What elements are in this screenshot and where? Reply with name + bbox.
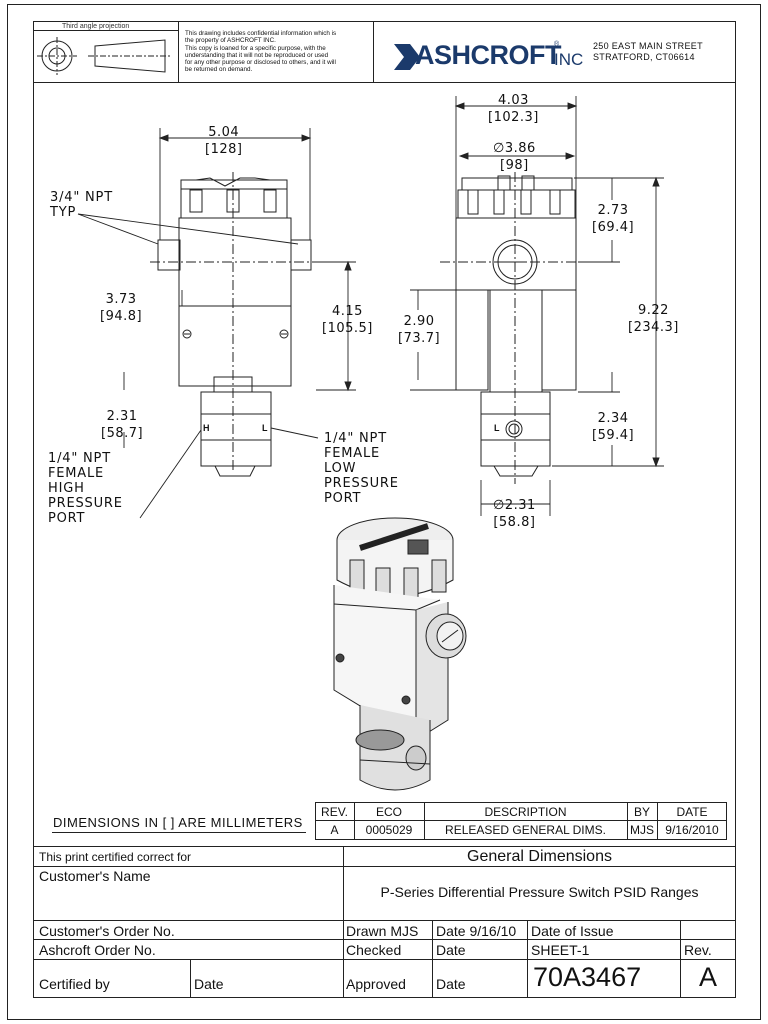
drawing-number: 70A3467	[533, 962, 642, 992]
brand-suffix: INC	[554, 50, 584, 69]
marker-h: H	[203, 423, 210, 433]
rev-value-description: RELEASED GENERAL DIMS.	[445, 823, 606, 837]
rev-row-divider	[315, 820, 727, 821]
tb-vert-cert	[190, 959, 191, 998]
rev-value-eco: 0005029	[365, 823, 413, 837]
rev-col-2	[424, 802, 425, 840]
customer-order-label: Customer's Order No.	[39, 923, 175, 939]
side-dimension-lines	[410, 96, 664, 516]
revision-table	[315, 802, 727, 840]
dim-290: 2.90[73.7]	[398, 314, 441, 346]
projection-label: Third angle projection	[62, 23, 130, 30]
rev-col-3	[627, 802, 628, 840]
drawn-date: Date 9/16/10	[436, 923, 517, 939]
approved-label: Approved	[346, 976, 406, 992]
tb-vertical-main	[343, 846, 344, 998]
dim-415: 4.15[105.5]	[322, 304, 373, 336]
rev-label: Rev.	[684, 942, 712, 958]
rev-header-eco: ECO	[375, 805, 402, 819]
dim-373: 3.73[94.8]	[100, 292, 143, 324]
tb-line-b	[33, 920, 736, 921]
confidential-notice: This drawing includes confidential infor…	[185, 30, 337, 74]
dim-231-front: 2.31[58.7]	[101, 409, 144, 441]
tb-vert-date	[432, 920, 433, 998]
title-block	[33, 846, 736, 998]
drawing-subtitle: P-Series Differential Pressure Switch PS…	[380, 884, 699, 900]
rev-header-by: BY	[633, 805, 650, 819]
ashcroft-order-label: Ashcroft Order No.	[39, 942, 156, 958]
certified-label: This print certified correct for	[39, 850, 192, 864]
customer-name: Customer's Name	[39, 868, 151, 884]
units-note: DIMENSIONS IN [ ] ARE MILLIMETERS	[53, 815, 303, 830]
dim-dia-231: ∅2.31[58.8]	[493, 498, 536, 530]
marker-l-side: L	[494, 423, 500, 433]
revision-letter: A	[698, 962, 717, 992]
dim-403: 4.03[102.3]	[488, 93, 539, 125]
front-view	[150, 172, 318, 477]
rev-value-rev: A	[330, 823, 339, 837]
rev-col-1	[354, 802, 355, 840]
units-note-underline	[52, 832, 306, 833]
tb-line-c	[33, 939, 736, 940]
brand-mark: ®	[554, 41, 560, 48]
dim-273: 2.73[69.4]	[592, 203, 635, 235]
marker-l: L	[262, 423, 268, 433]
rev-col-4	[657, 802, 658, 840]
rev-value-date: 9/16/2010	[665, 823, 719, 837]
side-view	[440, 172, 590, 484]
checked-label: Checked	[346, 942, 402, 958]
dim-922: 9.22[234.3]	[628, 303, 679, 335]
header-divider-1	[178, 21, 179, 82]
page-border	[7, 4, 761, 1020]
isometric-view	[333, 517, 467, 791]
rev-value-by: MJS	[630, 823, 654, 837]
tb-line-d	[33, 959, 736, 960]
front-dimension-lines	[77, 128, 356, 519]
tb-vert-rev	[680, 920, 681, 998]
checked-date: Date	[436, 942, 466, 958]
certified-by-label: Certified by	[39, 976, 110, 992]
projection-divider	[33, 30, 178, 31]
address-line-2: STRATFORD, CT06614	[593, 52, 695, 62]
sheet-label: SHEET-1	[531, 942, 590, 958]
drawn-by: Drawn MJS	[346, 923, 419, 939]
header-divider-2	[373, 21, 374, 82]
date-of-issue: Date of Issue	[531, 923, 614, 939]
tb-line-title	[343, 866, 736, 867]
rev-header-description: DESCRIPTION	[484, 805, 567, 819]
rev-header-date: DATE	[676, 805, 708, 819]
rev-header-rev: REV.	[321, 805, 348, 819]
dim-width-504: 5.04[128]	[205, 125, 243, 157]
approved-date: Date	[436, 976, 466, 992]
header-block	[33, 21, 736, 83]
dim-dia-386: ∅3.86[98]	[493, 141, 536, 173]
brand-name: ASHCROFT	[415, 40, 562, 70]
cert-date-label: Date	[194, 976, 224, 992]
tb-line-a	[33, 866, 343, 867]
dim-234: 2.34[59.4]	[592, 411, 635, 443]
tb-vert-issue	[527, 920, 528, 998]
drawing-frame	[33, 21, 736, 998]
drawing-title: General Dimensions	[467, 848, 612, 865]
address-line-1: 250 EAST MAIN STREET	[593, 41, 703, 51]
